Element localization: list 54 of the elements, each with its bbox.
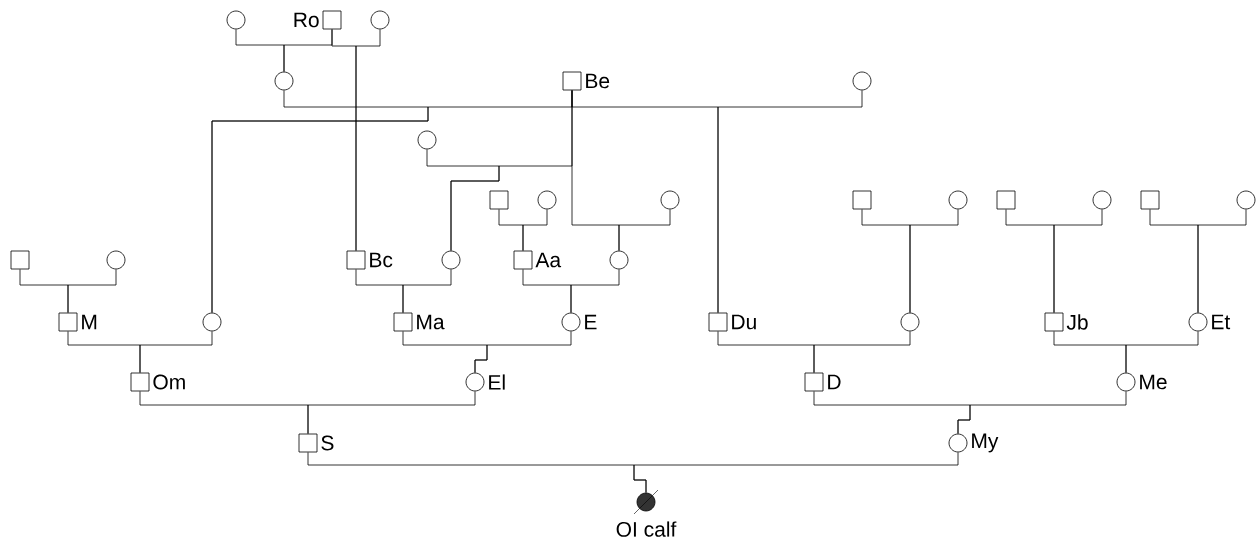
- pedigree-line: [957, 391, 1127, 434]
- pedigree-line: [1197, 209, 1247, 313]
- pedigree-line: [307, 391, 476, 434]
- female-circle: [370, 10, 390, 30]
- symbol-label: Et: [1212, 314, 1231, 330]
- pedigree-line: [717, 90, 863, 313]
- symbol-label: Me: [1140, 374, 1167, 390]
- female-circle: [852, 71, 872, 91]
- symbol-label: S: [321, 435, 334, 451]
- female-circle: [1092, 190, 1112, 210]
- symbol-label: Ma: [417, 314, 445, 330]
- symbol-label: OI calf: [616, 521, 677, 537]
- pedigree-line: [1053, 209, 1103, 313]
- pedigree-line: [474, 331, 572, 373]
- pedigree-line: [1125, 331, 1199, 373]
- female-circle: [900, 312, 920, 332]
- pedigree-line: [139, 331, 213, 373]
- pedigree-line: [67, 269, 117, 313]
- pedigree-line: [522, 209, 548, 251]
- male-square: [10, 250, 30, 270]
- female-circle: [441, 250, 461, 270]
- pedigree-line: [402, 269, 452, 313]
- pedigree-line: [633, 452, 959, 493]
- male-square: [852, 190, 872, 210]
- female-circle: [226, 10, 246, 30]
- symbol-label: Be: [586, 73, 610, 89]
- female-circle: [417, 130, 437, 150]
- symbol-label: My: [972, 433, 999, 453]
- symbol-label: Aa: [535, 252, 562, 268]
- pedigree-line: [618, 209, 671, 251]
- female-circle: [660, 190, 680, 210]
- symbol-label: Jb: [1066, 314, 1088, 330]
- female-circle: [106, 250, 126, 270]
- pedigree-line: [355, 29, 381, 251]
- symbol-label: M: [82, 314, 97, 330]
- male-square: [489, 190, 509, 210]
- symbol-label: Ro: [294, 12, 319, 28]
- symbol-label: Om: [153, 374, 185, 390]
- male-square: [996, 190, 1016, 210]
- symbol-label: D: [828, 374, 841, 390]
- female-circle: [948, 190, 968, 210]
- pedigree-line: [909, 209, 959, 313]
- male-square: [1140, 190, 1160, 210]
- female-circle: [274, 71, 294, 91]
- pedigree-line: [570, 269, 620, 313]
- pedigree-line: [813, 331, 911, 373]
- female-circle: [609, 250, 629, 270]
- symbol-label: Du: [732, 314, 756, 330]
- symbol-label: El: [489, 374, 505, 390]
- female-circle: [202, 312, 222, 332]
- female-circle: [1236, 190, 1256, 210]
- female-circle: [537, 190, 557, 210]
- symbol-label: E: [585, 314, 597, 330]
- symbol-label: Bc: [370, 252, 393, 268]
